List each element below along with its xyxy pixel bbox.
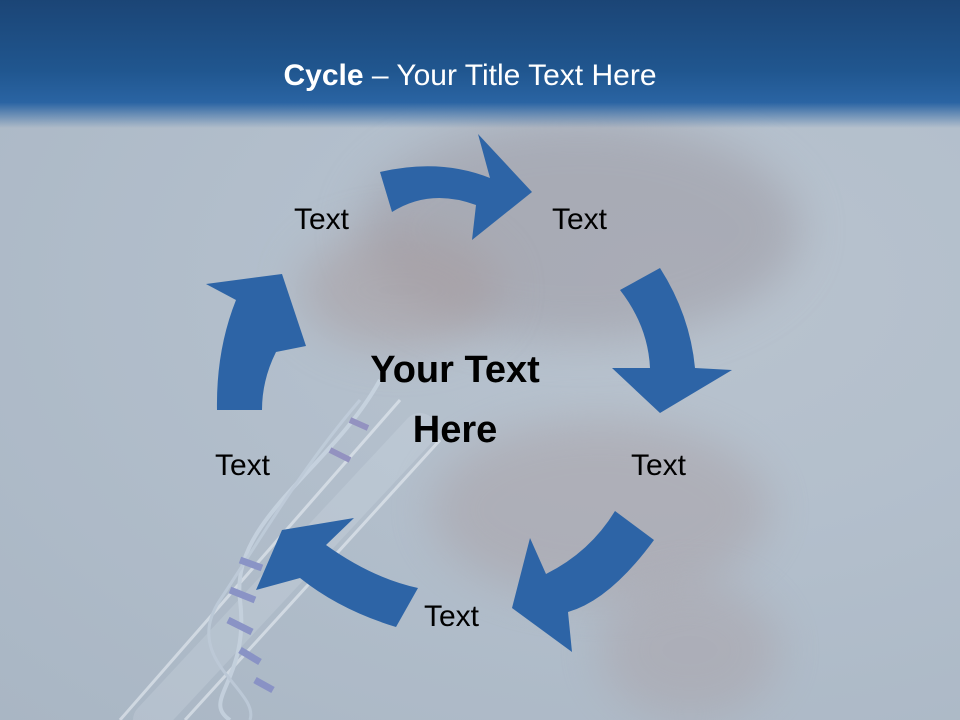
header-band: [0, 0, 960, 128]
cycle-arrow-top: [380, 134, 532, 240]
node-label-top-right: Text: [552, 203, 608, 236]
center-text: Your Text Here: [330, 340, 580, 460]
node-label-right: Text: [631, 449, 687, 482]
cycle-arrow-left: [206, 274, 306, 410]
node-label-left: Text: [215, 449, 271, 482]
cycle-arrow-right: [612, 268, 732, 413]
title-rest: – Your Title Text Here: [363, 59, 657, 92]
center-text-line1: Your Text: [370, 349, 540, 391]
title-bold: Cycle: [283, 59, 364, 92]
slide-title: Cycle – Your Title Text Here: [0, 58, 940, 94]
background-finger-shape: [300, 230, 500, 350]
node-label-top-left: Text: [294, 203, 350, 236]
center-text-line2: Here: [412, 409, 498, 451]
cycle-arrow-bottom-left: [256, 518, 418, 627]
background-bottom-shape: [600, 580, 780, 720]
node-label-bottom: Text: [424, 600, 480, 633]
cycle-arrow-lower-right: [512, 511, 654, 652]
